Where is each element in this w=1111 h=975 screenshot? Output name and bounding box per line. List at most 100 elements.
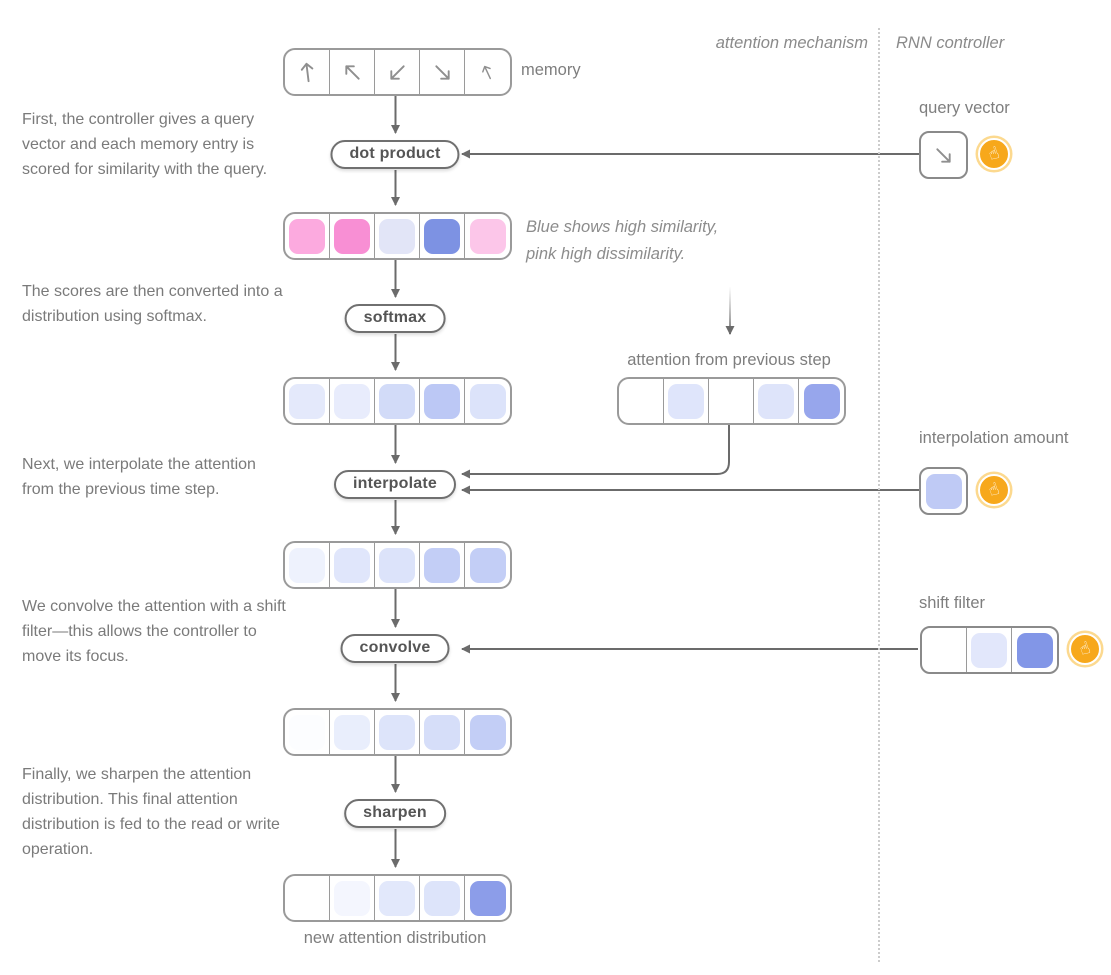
convolved-row [283, 708, 512, 756]
value-swatch [334, 880, 370, 916]
vector-cell [285, 50, 330, 94]
cell [330, 543, 375, 587]
value-swatch[interactable] [971, 632, 1007, 668]
value-swatch [289, 714, 325, 750]
cell [420, 379, 465, 423]
vector-cell [465, 50, 510, 94]
query-vector-cell[interactable] [919, 131, 968, 179]
value-swatch [668, 383, 704, 419]
cell [375, 379, 420, 423]
shift-filter-label: shift filter [919, 594, 986, 612]
cell [619, 379, 664, 423]
sharpen-node: sharpen [344, 799, 446, 828]
value-swatch [334, 218, 370, 254]
cell [285, 214, 330, 258]
cell [285, 710, 330, 754]
vector-arrow-icon [389, 64, 405, 80]
caption-line-2: pink high dissimilarity. [526, 245, 686, 263]
cell [709, 379, 754, 423]
memory-label: memory [521, 61, 581, 79]
cell [330, 710, 375, 754]
cell [420, 214, 465, 258]
vector-arrow-icon [936, 147, 951, 163]
prev-attention-label: attention from previous step [627, 351, 831, 369]
header-rnn-controller: RNN controller [896, 34, 1005, 52]
hand-icon: ☝ [1076, 637, 1093, 660]
hand-icon: ☝ [985, 142, 1002, 165]
value-swatch [334, 547, 370, 583]
cell[interactable] [1012, 628, 1057, 672]
cell[interactable] [967, 628, 1012, 672]
final-attention-label: new attention distribution [303, 929, 487, 947]
value-swatch [469, 714, 506, 750]
cell[interactable] [922, 628, 967, 672]
value-swatch [424, 383, 460, 419]
value-swatch [803, 383, 840, 419]
interpolation-amount-label: interpolation amount [919, 429, 1069, 447]
value-swatch[interactable] [1016, 632, 1053, 668]
value-swatch [379, 880, 415, 916]
cell [330, 379, 375, 423]
value-swatch [469, 218, 506, 254]
value-swatch [424, 714, 460, 750]
note-sharpen: Finally, we sharpen the attention distri… [22, 766, 280, 858]
value-swatch [379, 383, 415, 419]
value-swatch [379, 218, 415, 254]
value-swatch [469, 880, 506, 916]
convolve-node: convolve [340, 634, 450, 663]
hand-icon: ☝ [985, 478, 1002, 501]
cell [285, 543, 330, 587]
section-divider [878, 28, 880, 962]
cell [664, 379, 709, 423]
value-swatch [424, 218, 460, 254]
vector-cell[interactable] [921, 133, 966, 177]
header-attention-mechanism: attention mechanism [715, 34, 868, 52]
cell [285, 379, 330, 423]
note-interpolate: Next, we interpolate the attention from … [22, 456, 256, 498]
vector-arrow-icon [300, 62, 313, 82]
cell [375, 876, 420, 920]
cell [465, 379, 510, 423]
cell [420, 710, 465, 754]
caption-line-1: Blue shows high similarity, [526, 218, 719, 236]
final-attention-row [283, 874, 512, 922]
cell [420, 876, 465, 920]
memory-row [283, 48, 512, 96]
value-swatch [379, 547, 415, 583]
shift-filter-row[interactable] [920, 626, 1059, 674]
vector-arrow-icon [344, 64, 360, 80]
value-swatch [424, 547, 460, 583]
interpolation-amount-cell[interactable] [919, 467, 968, 515]
similarity-caption: Blue shows high similarity, pink high di… [526, 214, 718, 268]
value-swatch[interactable] [925, 473, 962, 509]
value-swatch [289, 218, 325, 254]
query-hand-button[interactable]: ☝ [978, 138, 1010, 170]
vector-arrow-icon [434, 64, 450, 80]
cell [465, 710, 510, 754]
cell [375, 543, 420, 587]
vector-cell [330, 50, 375, 94]
value-swatch [334, 383, 370, 419]
vector-arrow-icon [482, 65, 491, 79]
note-query: First, the controller gives a query vect… [22, 111, 268, 178]
cell [285, 876, 330, 920]
cell [330, 876, 375, 920]
value-swatch [469, 547, 506, 583]
cell[interactable] [921, 469, 966, 513]
value-swatch [424, 880, 460, 916]
softmax-node: softmax [344, 304, 446, 333]
prev-attention-row [617, 377, 846, 425]
cell [465, 876, 510, 920]
cell [754, 379, 799, 423]
cell [420, 543, 465, 587]
shift-hand-button[interactable]: ☝ [1069, 633, 1101, 665]
interpolate-node: interpolate [334, 470, 456, 499]
value-swatch [379, 714, 415, 750]
interpolated-row [283, 541, 512, 589]
cell [330, 214, 375, 258]
value-swatch [289, 383, 325, 419]
cell [375, 710, 420, 754]
interpolation-hand-button[interactable]: ☝ [978, 474, 1010, 506]
value-swatch [758, 383, 794, 419]
